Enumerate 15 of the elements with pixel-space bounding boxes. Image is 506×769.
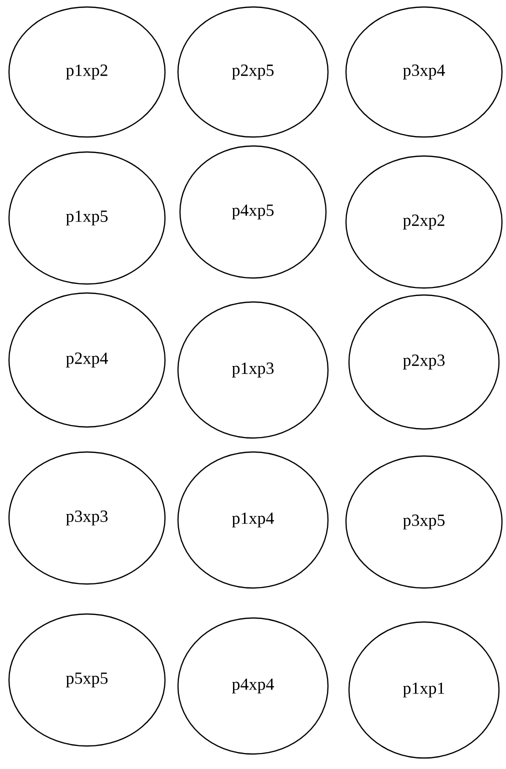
- ellipse-node: p1xp5: [8, 151, 166, 285]
- ellipse-node: p3xp5: [345, 455, 503, 589]
- ellipse-node: p1xp2: [8, 6, 166, 138]
- ellipse-node: p2xp2: [345, 155, 503, 289]
- ellipse-node: p1xp1: [348, 621, 500, 759]
- ellipse-node: p2xp5: [177, 6, 329, 138]
- ellipse-node: p4xp5: [179, 145, 327, 279]
- ellipse-node: p1xp4: [177, 451, 329, 589]
- ellipse-node: p2xp4: [8, 292, 166, 428]
- ellipse-node: p3xp3: [8, 451, 166, 585]
- ellipse-node: p3xp4: [345, 6, 503, 138]
- ellipse-node: p4xp4: [177, 617, 329, 755]
- ellipse-node: p2xp3: [348, 294, 500, 430]
- ellipse-node: p1xp3: [177, 301, 329, 439]
- ellipse-node: p5xp5: [8, 613, 166, 747]
